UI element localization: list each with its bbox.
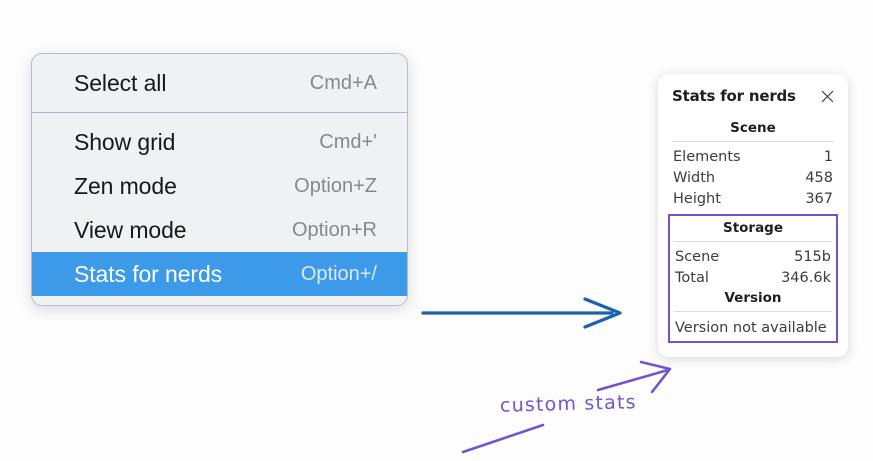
- annotation-label: custom stats: [499, 391, 638, 417]
- menu-item-shortcut: Cmd+A: [309, 71, 377, 94]
- menu-item-zen-mode[interactable]: Zen mode Option+Z: [32, 164, 407, 208]
- stat-row: Total 346.6k: [670, 268, 836, 289]
- menu-item-shortcut: Cmd+': [319, 130, 377, 153]
- purple-underline-stroke: [461, 423, 545, 454]
- menu-separator: [32, 112, 407, 113]
- menu-item-select-all[interactable]: Select all Cmd+A: [32, 61, 407, 105]
- context-menu[interactable]: Select all Cmd+A Show grid Cmd+' Zen mod…: [31, 53, 408, 306]
- blue-arrow: [421, 297, 622, 329]
- stat-key: Height: [673, 191, 721, 207]
- section-scene: Scene Elements 1 Width 458 Height 367: [668, 119, 838, 210]
- stat-row: Height 367: [668, 189, 838, 210]
- custom-stats-highlight-box: Storage Scene 515b Total 346.6k Version …: [668, 214, 838, 343]
- stat-row: Scene 515b: [670, 247, 836, 268]
- menu-group-1: Select all Cmd+A: [32, 61, 407, 105]
- stat-value: 346.6k: [781, 270, 831, 286]
- menu-item-show-grid[interactable]: Show grid Cmd+': [32, 120, 407, 164]
- menu-item-label: Select all: [74, 69, 167, 96]
- menu-group-2: Show grid Cmd+' Zen mode Option+Z View m…: [32, 120, 407, 296]
- menu-item-label: Stats for nerds: [74, 260, 223, 287]
- menu-item-shortcut: Option+Z: [294, 174, 377, 197]
- stat-value: 367: [805, 191, 833, 207]
- section-heading: Storage: [722, 220, 784, 236]
- menu-item-label: Zen mode: [74, 172, 177, 199]
- menu-item-shortcut: Option+/: [300, 262, 377, 285]
- menu-item-stats-for-nerds[interactable]: Stats for nerds Option+/: [32, 252, 407, 296]
- section-heading: Scene: [730, 120, 776, 136]
- stat-row: Elements 1: [668, 147, 838, 168]
- section-version: Version Version not available: [670, 289, 836, 337]
- stat-key: Width: [673, 170, 716, 186]
- close-icon[interactable]: [819, 88, 836, 105]
- section-storage: Storage Scene 515b Total 346.6k: [670, 219, 836, 289]
- stat-key: Scene: [675, 249, 720, 265]
- stats-for-nerds-panel: Stats for nerds Scene Elements 1 Width 4…: [658, 74, 848, 357]
- section-divider: [674, 241, 832, 242]
- menu-item-label: View mode: [74, 216, 187, 243]
- stat-value: 458: [805, 170, 833, 186]
- panel-title: Stats for nerds: [672, 87, 796, 105]
- menu-item-view-mode[interactable]: View mode Option+R: [32, 208, 407, 252]
- menu-item-shortcut: Option+R: [291, 218, 377, 241]
- panel-header: Stats for nerds: [668, 86, 838, 105]
- stat-value: 515b: [794, 249, 831, 265]
- stat-value: 1: [823, 149, 833, 165]
- version-note: Version not available: [675, 320, 827, 336]
- section-heading: Version: [724, 290, 782, 306]
- section-divider: [674, 311, 832, 312]
- stat-row: Width 458: [668, 168, 838, 189]
- stat-key: Elements: [673, 149, 741, 165]
- menu-item-label: Show grid: [74, 128, 176, 155]
- stat-key: Total: [675, 270, 709, 286]
- section-divider: [672, 141, 834, 142]
- purple-arrow: [596, 360, 672, 394]
